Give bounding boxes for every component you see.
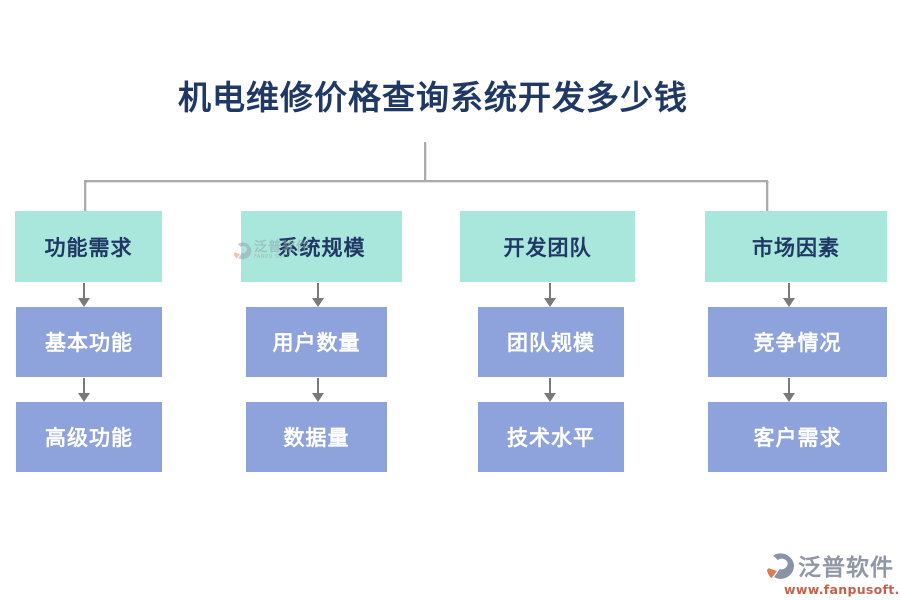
arrow-shaft bbox=[83, 283, 85, 298]
node-header-market-factors: 市场因素 bbox=[705, 211, 887, 282]
arrow-shaft bbox=[317, 378, 319, 393]
arrow-shaft bbox=[549, 283, 551, 298]
connector-title-stem bbox=[424, 142, 426, 181]
node-technical-level: 技术水平 bbox=[478, 402, 624, 472]
arrow-shaft bbox=[788, 283, 790, 298]
arrow-shaft bbox=[788, 378, 790, 393]
fanpu-logo-icon bbox=[766, 552, 795, 579]
node-team-size: 团队规模 bbox=[478, 307, 624, 377]
connector-drop-left bbox=[84, 180, 86, 211]
node-basic-functions: 基本功能 bbox=[16, 307, 162, 377]
node-header-functional-requirements: 功能需求 bbox=[15, 211, 162, 282]
footer-brand-block: 泛普软件 www.fanpusoft.com bbox=[766, 548, 900, 597]
arrow-head bbox=[78, 298, 90, 307]
node-user-count: 用户数量 bbox=[246, 307, 387, 377]
node-data-volume: 数据量 bbox=[246, 402, 387, 472]
arrow-head bbox=[312, 298, 324, 307]
arrow-head bbox=[783, 393, 795, 402]
arrow-head bbox=[544, 298, 556, 307]
footer-brand-text: 泛普软件 bbox=[798, 554, 894, 581]
arrow-down-icon bbox=[543, 378, 557, 402]
arrow-head bbox=[783, 298, 795, 307]
arrow-down-icon bbox=[782, 283, 796, 307]
node-competition: 竞争情况 bbox=[708, 307, 887, 377]
footer-url: www.fanpusoft.com bbox=[784, 582, 900, 597]
arrow-down-icon bbox=[543, 283, 557, 307]
node-customer-demand: 客户需求 bbox=[708, 402, 887, 472]
node-header-system-scale: 系统规模 bbox=[241, 211, 402, 282]
page-title: 机电维修价格查询系统开发多少钱 bbox=[178, 78, 688, 117]
arrow-shaft bbox=[83, 378, 85, 393]
arrow-shaft bbox=[549, 378, 551, 393]
arrow-head bbox=[78, 393, 90, 402]
connector-drop-right bbox=[766, 180, 768, 211]
connector-horizontal bbox=[84, 180, 768, 182]
arrow-down-icon bbox=[77, 283, 91, 307]
node-advanced-functions: 高级功能 bbox=[16, 402, 162, 472]
arrow-head bbox=[544, 393, 556, 402]
arrow-down-icon bbox=[311, 283, 325, 307]
arrow-down-icon bbox=[77, 378, 91, 402]
arrow-shaft bbox=[317, 283, 319, 298]
node-header-dev-team: 开发团队 bbox=[460, 211, 635, 282]
arrow-down-icon bbox=[311, 378, 325, 402]
arrow-down-icon bbox=[782, 378, 796, 402]
arrow-head bbox=[312, 393, 324, 402]
